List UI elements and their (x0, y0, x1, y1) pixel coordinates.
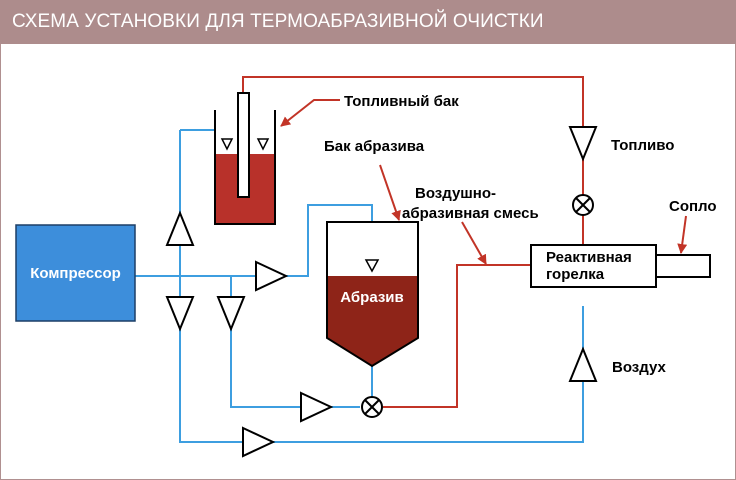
nozzle-callout-arrow (677, 215, 688, 254)
fuel-pipelines (242, 76, 584, 408)
fuel-tank-pipe (237, 92, 250, 198)
mixture-callout-arrow (461, 221, 487, 265)
abrasive-tank-callout-arrow (379, 164, 401, 221)
valve-bottom-line (242, 426, 276, 458)
valve-left-lower (165, 296, 195, 332)
valve-left-upper (165, 210, 195, 246)
mixer-fuel (572, 194, 594, 216)
mixture-line (383, 264, 531, 408)
header-bar: СХЕМА УСТАНОВКИ ДЛЯ ТЕРМОАБРАЗИВНОЙ ОЧИС… (0, 0, 736, 44)
air-abrasive-mix-label-line1: Воздушно- (415, 185, 496, 202)
air-line-to-abrasive-tank (135, 204, 373, 277)
abrasive-label: Абразив (340, 289, 404, 306)
valve-fuel (568, 126, 598, 162)
abrasive-tank-label: Бак абразива (324, 138, 425, 155)
nozzle-box (655, 254, 711, 278)
burner-label-line2: горелка (546, 266, 605, 283)
nozzle-label: Сопло (669, 198, 717, 215)
valve-main-line (255, 260, 289, 292)
valve-mixer-air (300, 391, 334, 423)
fuel-tank-label: Топливный бак (344, 93, 459, 110)
burner-label-line1: Реактивная (546, 249, 632, 266)
air-abrasive-mix-label-line2: абразивная смесь (402, 205, 539, 222)
mixers (361, 194, 594, 418)
jet-burner-box (530, 244, 657, 288)
air-label: Воздух (612, 359, 666, 376)
mixer-abrasive (361, 396, 383, 418)
compressor-box (15, 224, 136, 322)
abrasive-level-mark (364, 259, 380, 273)
fuel-tank-level-mark-right (256, 138, 270, 151)
valve-inner-branch (216, 296, 246, 332)
fuel-label: Топливо (611, 137, 674, 154)
fuel-tank-callout-arrow (280, 99, 340, 127)
callout-arrows (280, 99, 688, 265)
fuel-tank-level-mark-left (220, 138, 234, 151)
diagram-title: СХЕМА УСТАНОВКИ ДЛЯ ТЕРМОАБРАЗИВНОЙ ОЧИС… (12, 11, 544, 32)
valve-air (568, 346, 598, 382)
abrasive-tank (326, 221, 419, 368)
fuel-tank (214, 92, 276, 225)
compressor-label: Компрессор (30, 265, 121, 282)
valves (165, 126, 598, 458)
